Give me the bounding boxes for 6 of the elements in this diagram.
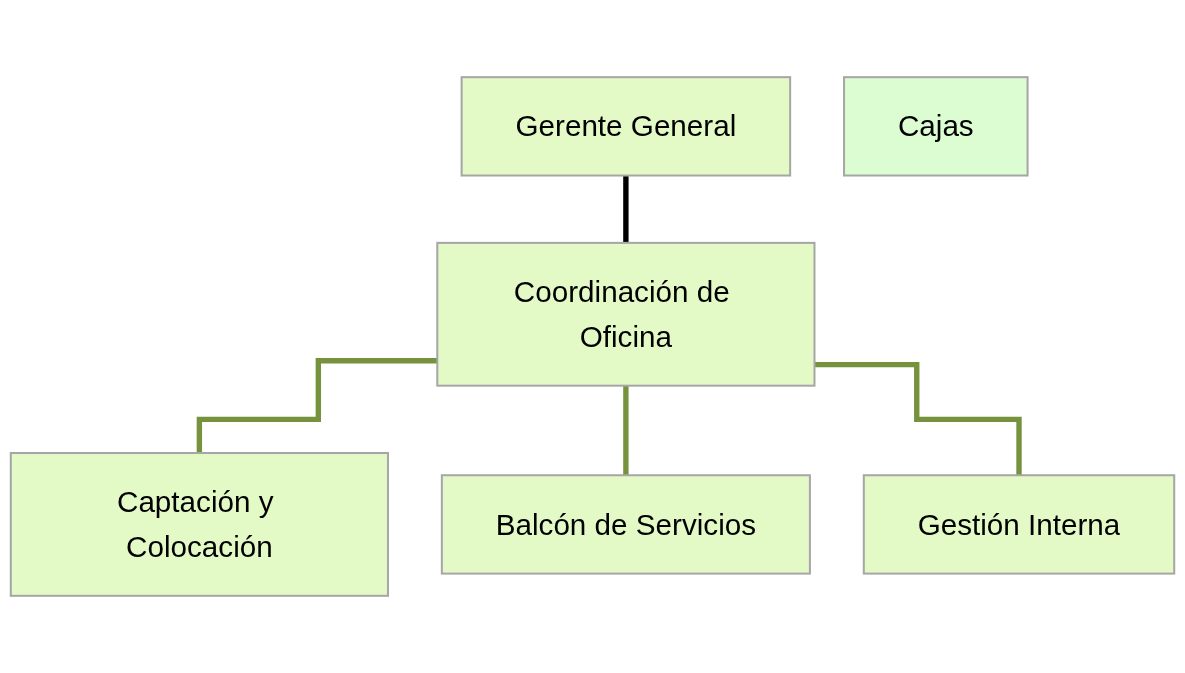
node-box: Gestión Interna: [862, 474, 1176, 575]
node-box: Coordinación de Oficina: [436, 241, 816, 387]
node-box: Cajas: [843, 76, 1029, 177]
node-box: Balcón de Servicios: [440, 474, 811, 575]
node-box: Captación y Colocación: [9, 452, 389, 597]
node-box: Gerente General: [460, 76, 792, 177]
